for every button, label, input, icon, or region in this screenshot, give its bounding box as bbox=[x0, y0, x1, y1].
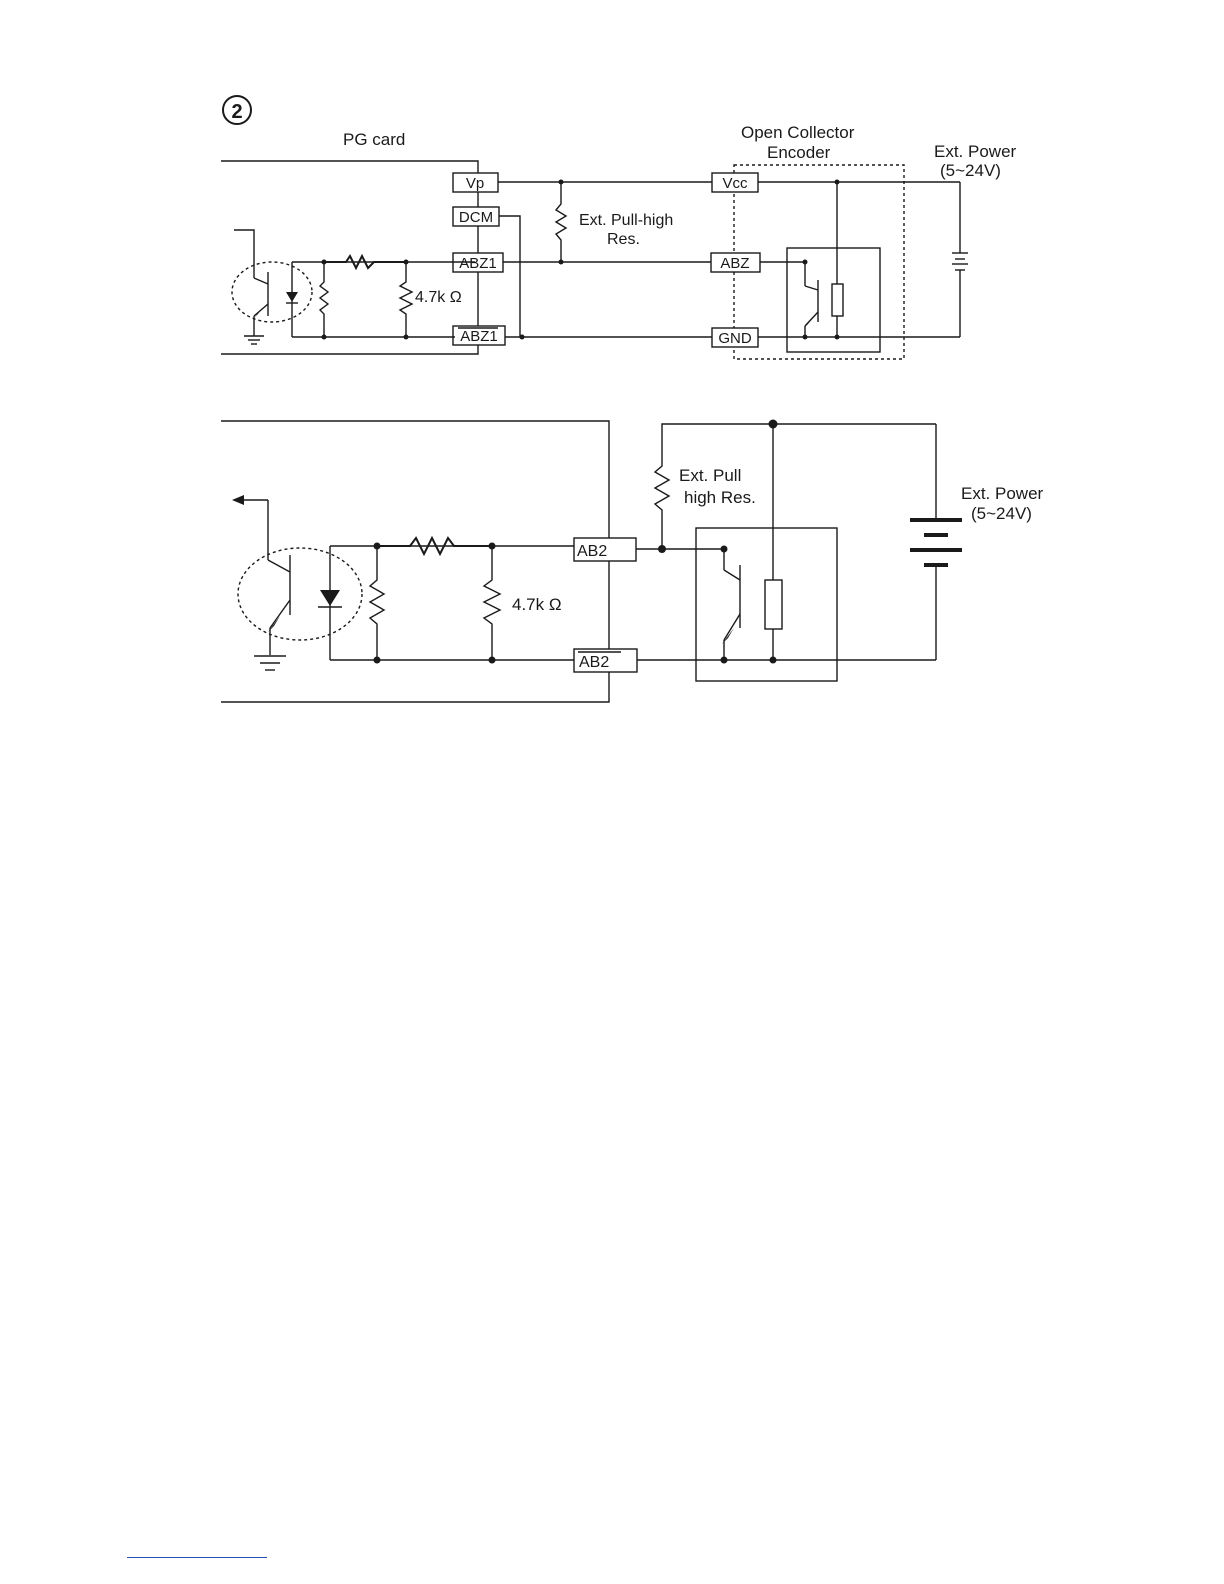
terminal-abz-label: ABZ bbox=[720, 255, 749, 272]
optocoupler-outline bbox=[232, 262, 312, 322]
pg-card-title: PG card bbox=[343, 130, 405, 149]
footnote-rule bbox=[127, 1557, 267, 1558]
ext-power-label-2-line2: (5~24V) bbox=[971, 504, 1032, 523]
terminal-ab2-bar-label: AB2 bbox=[579, 654, 609, 671]
encoder-title-line2: Encoder bbox=[767, 143, 831, 162]
terminal-gnd-label: GND bbox=[718, 330, 752, 347]
diode-icon-2 bbox=[320, 590, 340, 606]
optocoupler-outline-2 bbox=[238, 548, 362, 640]
terminal-vp-label: Vp bbox=[466, 175, 484, 192]
ext-pull-label-line1: Ext. Pull bbox=[679, 466, 741, 485]
shunt-resistor-2 bbox=[370, 546, 384, 660]
ext-pull-high-resistor-2 bbox=[655, 424, 936, 549]
diode-icon bbox=[286, 292, 298, 302]
resistor-value-label-2: 4.7k Ω bbox=[512, 595, 562, 614]
encoder-title-line1: Open Collector bbox=[741, 123, 855, 142]
ext-pull-high-resistor bbox=[556, 182, 566, 262]
ext-pull-high-label-line2: Res. bbox=[607, 231, 640, 248]
encoder-load-resistor-2 bbox=[765, 580, 782, 629]
ext-power-label-2-line1: Ext. Power bbox=[961, 484, 1044, 503]
diagram-number: 2 bbox=[231, 101, 242, 123]
terminal-abz1-label: ABZ1 bbox=[459, 255, 497, 272]
pullup-resistor-4-7k bbox=[400, 262, 412, 337]
diagram-open-collector: 2 PG card Open Collector Encoder Ext. Po… bbox=[221, 96, 1017, 359]
series-resistor bbox=[324, 256, 406, 268]
output-arrow-icon bbox=[232, 495, 244, 505]
ext-pull-high-label-line1: Ext. Pull-high bbox=[579, 212, 673, 229]
encoder-load-resistor bbox=[832, 284, 843, 316]
shunt-resistor bbox=[320, 262, 328, 337]
terminal-abz1-bar-label: ABZ1 bbox=[460, 328, 498, 345]
opto-collector-wire bbox=[234, 230, 254, 278]
ext-power-label-line1: Ext. Power bbox=[934, 142, 1017, 161]
pullup-resistor-4-7k-2 bbox=[484, 546, 500, 660]
terminal-ab2-label: AB2 bbox=[577, 543, 607, 560]
terminal-dcm-label: DCM bbox=[459, 209, 493, 226]
ext-pull-label-line2: high Res. bbox=[684, 488, 756, 507]
terminal-vcc-label: Vcc bbox=[722, 175, 748, 192]
ext-power-label-line2: (5~24V) bbox=[940, 161, 1001, 180]
dcm-wire bbox=[499, 216, 520, 337]
resistor-value-label: 4.7k Ω bbox=[415, 289, 462, 306]
diagram-ab2-wiring: AB2 AB2 4.7k Ω Ext bbox=[221, 420, 1044, 703]
